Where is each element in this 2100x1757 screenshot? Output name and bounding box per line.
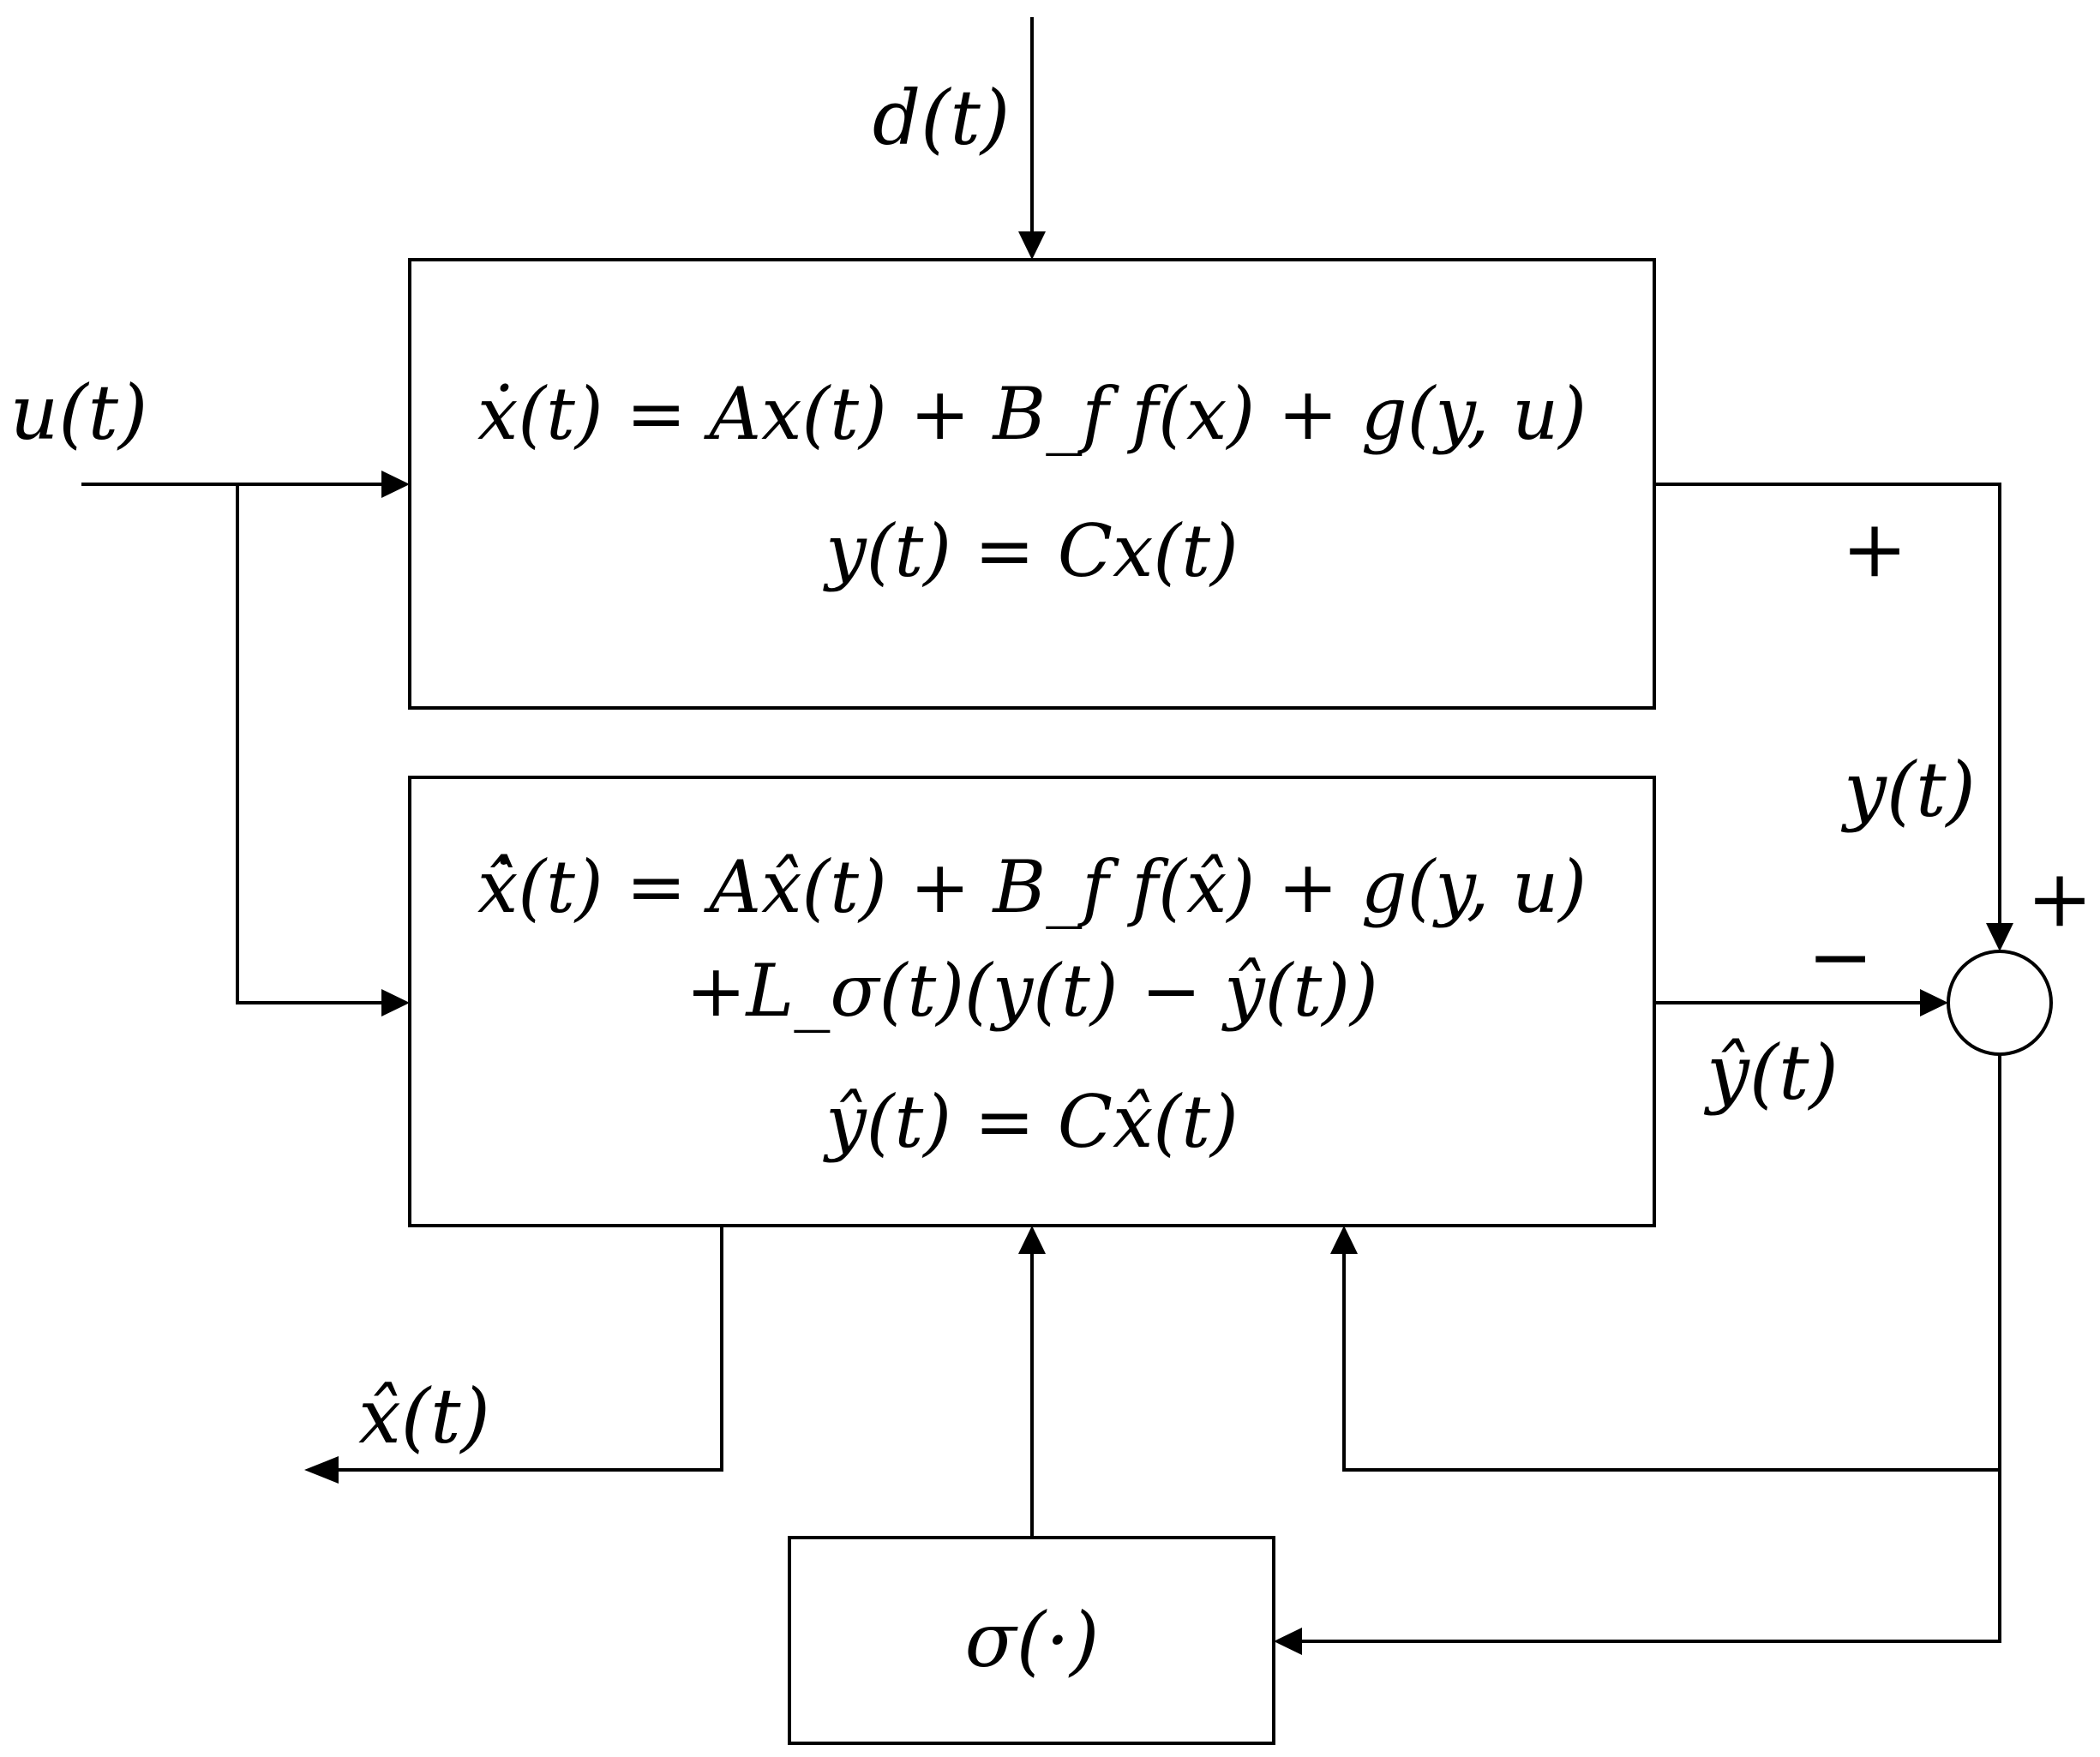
input-label: u(t)	[10, 369, 148, 457]
state-estimate-wire	[334, 1226, 723, 1472]
plant-output-wire	[1654, 483, 2001, 927]
observer-output-arrowhead	[1920, 989, 1948, 1016]
switching-block-arrowhead	[1274, 1628, 1302, 1655]
input-branch-wire	[236, 484, 386, 1004]
observer-state-equation-line2: +L_σ(t)(y(t) − ŷ(t))	[686, 949, 1378, 1033]
switching-observer-arrowhead	[1018, 1226, 1046, 1254]
switching-label: σ(·)	[965, 1596, 1100, 1684]
observer-output-equation: ŷ(t) = Cx̂(t)	[822, 1080, 1238, 1164]
observer-state-equation-line1: ẋ̂(t) = Ax̂(t) + B_f f(x̂) + g(y, u)	[477, 845, 1587, 929]
plant-block	[408, 258, 1656, 710]
switching-block	[788, 1536, 1275, 1745]
state-estimate-label: x̂(t)	[358, 1372, 490, 1460]
plant-output-label: y(t)	[1840, 746, 1976, 834]
error-feedback-wire	[1298, 1054, 2001, 1643]
plant-output-plus-sign: +	[1841, 503, 1907, 595]
error-to-observer-wire	[1342, 1253, 2000, 1472]
disturbance-arrowhead	[1018, 231, 1046, 260]
input-observer-arrowhead	[381, 989, 410, 1016]
observer-output-label: ŷ(t)	[1703, 1028, 1839, 1117]
plant-output-equation: y(t) = Cx(t)	[822, 509, 1238, 593]
state-estimate-arrowhead	[304, 1456, 339, 1484]
junction-minus-sign: −	[1807, 911, 1873, 1003]
input-plant-arrowhead	[381, 471, 410, 498]
plant-state-equation: ẋ(t) = Ax(t) + B_f f(x) + g(y, u)	[477, 372, 1587, 456]
plant-output-arrowhead	[1986, 923, 2013, 951]
junction-plus-sign: +	[2026, 853, 2092, 944]
summing-junction	[1947, 950, 2053, 1056]
error-observer-arrowhead	[1330, 1226, 1358, 1254]
disturbance-label: d(t)	[873, 74, 1010, 162]
observer-block	[408, 776, 1656, 1227]
